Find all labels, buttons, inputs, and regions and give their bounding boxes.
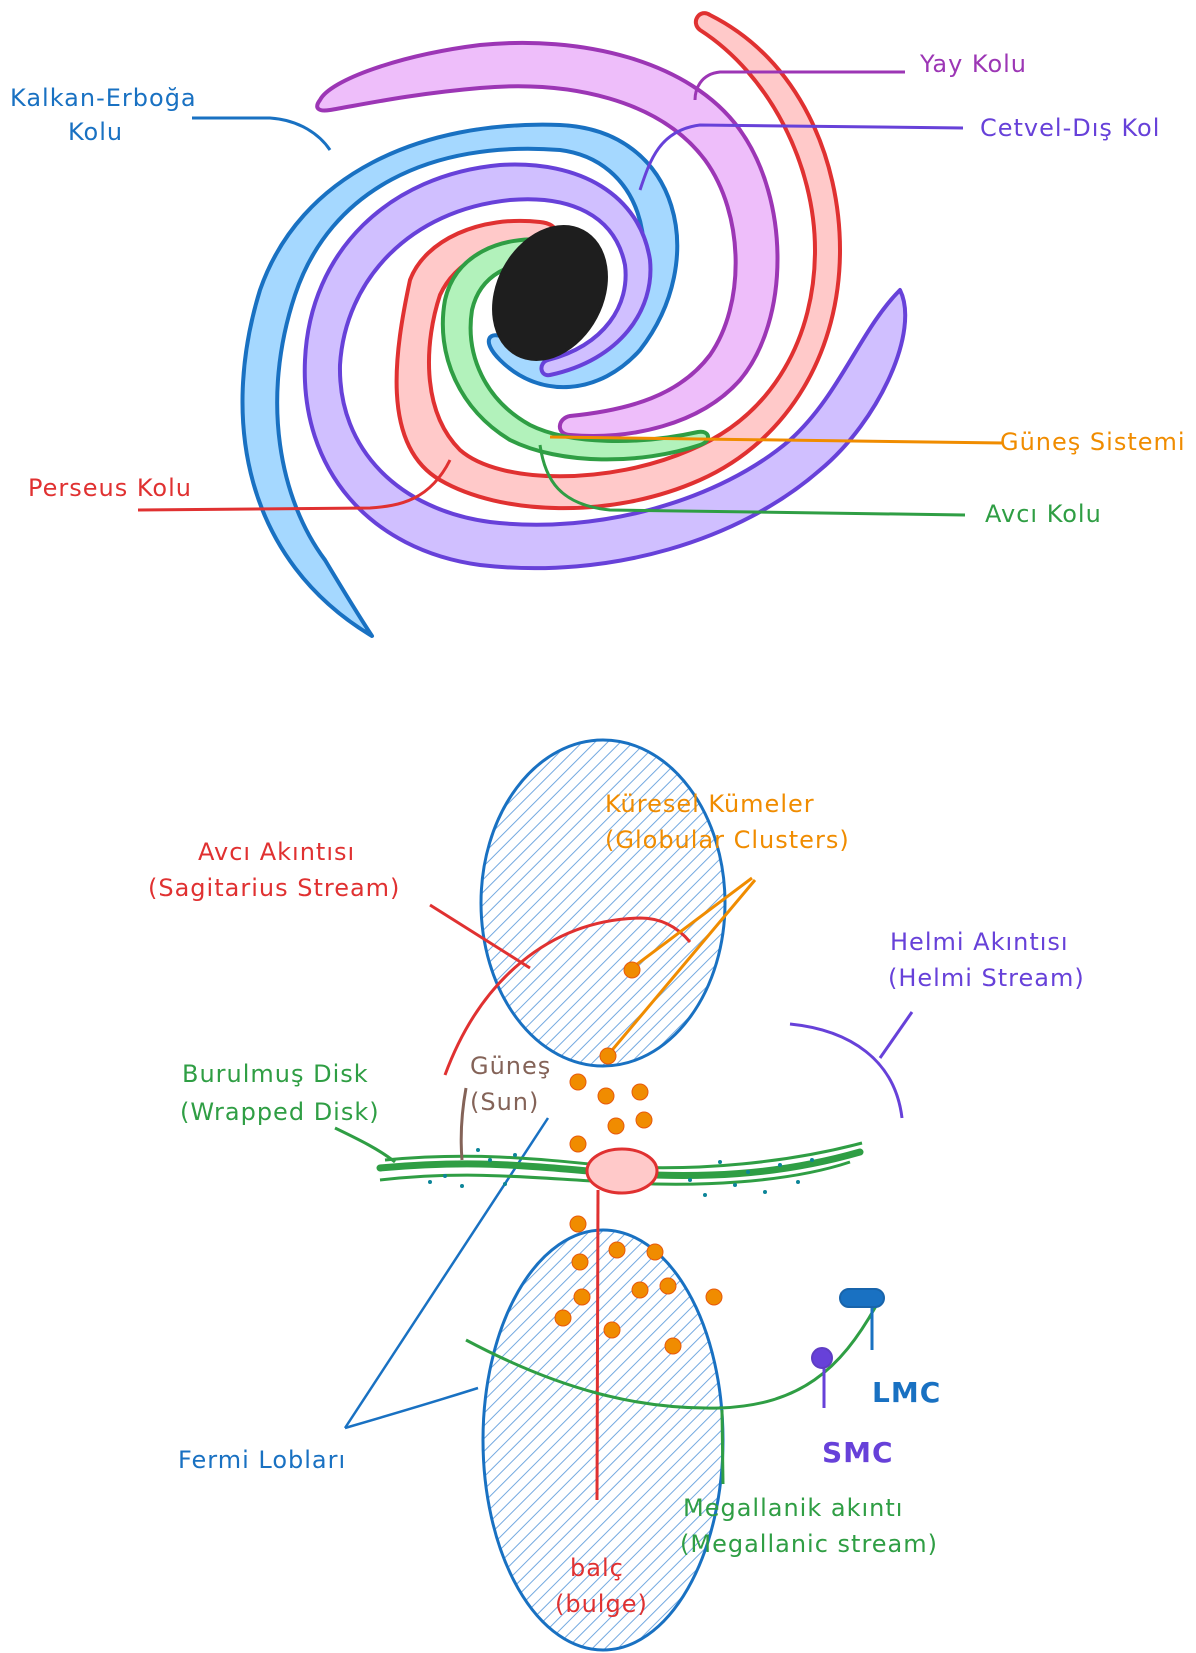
sun-leader-line [459, 1087, 468, 1161]
sagittarius-leader [429, 903, 531, 970]
cetvel-leader-line [638, 123, 964, 191]
kuresel-label-2: (Globular Clusters) [605, 826, 850, 854]
disk-dust [428, 1148, 814, 1197]
bulge [585, 1147, 659, 1195]
avci-label: Avcı Kolu [985, 500, 1102, 528]
gunes-label-2: (Sun) [470, 1088, 539, 1116]
perseus-leader-line [137, 459, 452, 512]
globular-leader-1 [631, 876, 753, 970]
avci-akintisi-label-1: Avcı Akıntısı [198, 838, 355, 866]
kalkan-label-1: Kalkan-Erboğa [10, 84, 197, 112]
smc-label: SMC [822, 1436, 894, 1469]
megallanik-label-2: (Megallanic stream) [680, 1530, 938, 1558]
lmc-label: LMC [872, 1376, 941, 1409]
magellanic-leader [720, 1409, 725, 1485]
helmi-label-2: (Helmi Stream) [888, 964, 1085, 992]
kalkan-erboga-arm [240, 122, 680, 638]
yay-arm [315, 40, 780, 438]
burulmus-label-2: (Wrapped Disk) [180, 1098, 380, 1126]
side-view: Küresel Kümeler (Globular Clusters) Avcı… [148, 738, 1085, 1652]
balc-label-2: (bulge) [555, 1590, 648, 1618]
fermi-lobe-bottom [481, 1228, 725, 1652]
kalkan-leader-line [192, 116, 332, 151]
fermi-leader-top [343, 1117, 550, 1429]
gunes-sistemi-label: Güneş Sistemi [1000, 428, 1186, 456]
avci-akintisi-label-2: (Sagitarius Stream) [148, 874, 400, 902]
gunes-sistemi-leader-line [549, 435, 1004, 445]
kuresel-label-1: Küresel Kümeler [605, 790, 815, 818]
globular-clusters [554, 961, 723, 1355]
gunes-label-1: Güneş [470, 1052, 551, 1080]
yay-label: Yay Kolu [919, 50, 1027, 78]
lmc-marker [839, 1288, 885, 1308]
fermi-label: Fermi Lobları [178, 1446, 346, 1474]
perseus-label: Perseus Kolu [28, 474, 192, 502]
burulmus-label-1: Burulmuş Disk [182, 1060, 369, 1088]
fermi-lobe-top [479, 738, 727, 1068]
fermi-leader-bottom [344, 1386, 479, 1430]
helmi-leader [878, 1011, 914, 1059]
galactic-core [492, 225, 608, 361]
kalkan-label-2: Kolu [68, 118, 123, 146]
helmi-stream [789, 1022, 904, 1119]
smc-marker [811, 1347, 833, 1369]
balc-label-1: balç [570, 1554, 624, 1582]
magellanic-stream [465, 1305, 878, 1410]
warped-disk-leader [334, 1126, 396, 1164]
spiral-galaxy: Kalkan-Erboğa Kolu Yay Kolu Cetvel-Dış K… [10, 11, 1186, 638]
sagittarius-stream [443, 916, 692, 1076]
avci-leader-line [538, 444, 966, 517]
cetvel-label: Cetvel-Dış Kol [980, 114, 1160, 142]
bulge-leader [595, 1189, 600, 1501]
helmi-label-1: Helmi Akıntısı [890, 928, 1069, 956]
cetvel-dis-arm [302, 162, 908, 571]
yay-leader-line [693, 70, 905, 101]
globular-leader-2 [606, 879, 757, 1056]
megallanik-label-1: Megallanik akıntı [683, 1494, 903, 1522]
